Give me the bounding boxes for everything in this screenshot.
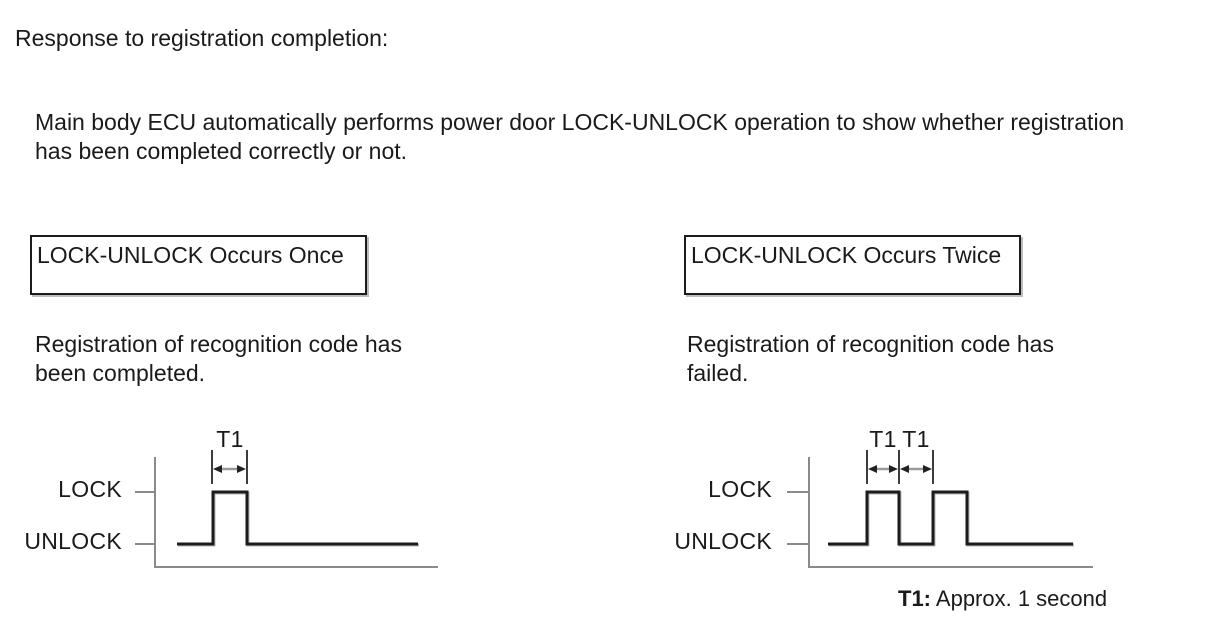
arrowhead-left-icon — [900, 465, 909, 473]
t1-label: T1 — [216, 426, 243, 452]
unlock-label: UNLOCK — [674, 528, 772, 554]
t1-label-first: T1 — [869, 426, 896, 452]
description-twice: Registration of recognition code has fai… — [687, 331, 1054, 386]
t1-footnote-text: Approx. 1 second — [935, 586, 1108, 611]
lock-unlock-waveform — [828, 490, 1073, 546]
intro-paragraph: Main body ECU automatically performs pow… — [35, 109, 1125, 164]
t1-footnote: T1: Approx. 1 second — [898, 586, 1107, 612]
result-box-once-label: LOCK-UNLOCK Occurs Once — [37, 242, 344, 268]
unlock-label: UNLOCK — [24, 528, 122, 554]
arrowhead-left-icon — [213, 465, 222, 473]
arrowhead-right-icon — [923, 465, 932, 473]
arrowhead-right-icon — [237, 465, 246, 473]
lock-label: LOCK — [708, 476, 772, 502]
arrowhead-left-icon — [868, 465, 877, 473]
t1-label-second: T1 — [902, 426, 929, 452]
t1-footnote-label: T1: — [898, 586, 931, 611]
result-box-twice-label: LOCK-UNLOCK Occurs Twice — [691, 242, 1002, 268]
result-box-once: LOCK-UNLOCK Occurs Once — [30, 235, 367, 295]
waveform-diagram-once: LOCK UNLOCK T1 — [24, 426, 438, 568]
arrowhead-right-icon — [889, 465, 898, 473]
page-title: Response to registration completion: — [15, 25, 389, 51]
result-box-twice: LOCK-UNLOCK Occurs Twice — [684, 235, 1021, 295]
lock-label: LOCK — [58, 476, 122, 502]
waveform-diagram-twice: LOCK UNLOCK T1 T1 — [674, 426, 1093, 568]
description-once: Registration of recognition code has bee… — [35, 331, 402, 386]
lock-unlock-waveform — [177, 490, 418, 546]
